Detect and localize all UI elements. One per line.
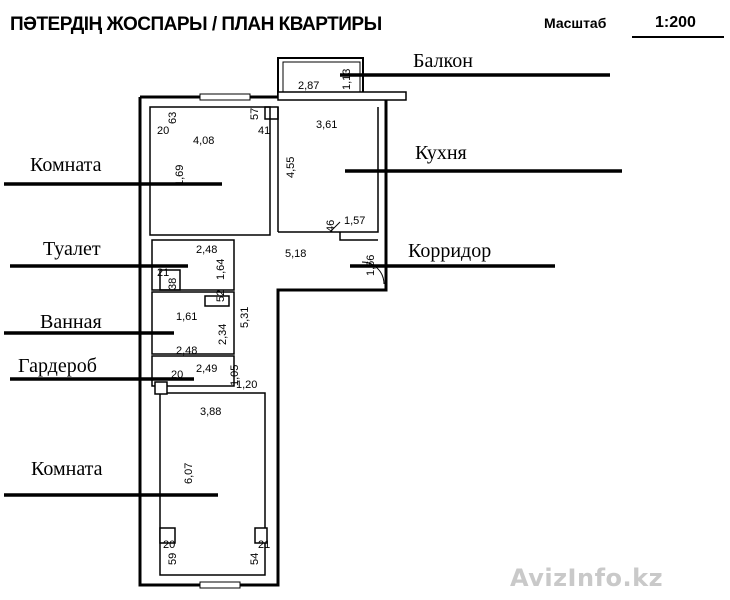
- dim-wall-bottom-20: 20: [163, 539, 175, 551]
- label-corridor: Корридор: [408, 240, 492, 262]
- label-wardrobe: Гардероб: [18, 355, 97, 377]
- scale-label: Масштаб: [544, 15, 607, 31]
- page-title: ПӘТЕРДІҢ ЖОСПАРЫ / ПЛАН КВАРТИРЫ: [10, 14, 382, 35]
- dim-bath-top: 1,61: [176, 311, 197, 323]
- dim-room-bottom-height: 6,07: [183, 463, 195, 484]
- dim-room-top-width: 4,08: [193, 135, 214, 147]
- dim-room-bottom-width: 3,88: [200, 406, 221, 418]
- balcony-outline: [277, 57, 407, 101]
- scale-value: 1:200: [655, 14, 696, 31]
- dim-balcony-depth: 1,13: [341, 69, 353, 90]
- door-swing: [329, 221, 385, 285]
- dim-wall-57: 57: [249, 108, 261, 120]
- watermark: AvizInfo.kz: [510, 564, 664, 592]
- dim-kitchen-height: 4,55: [285, 157, 297, 178]
- dim-corridor-length: 5,18: [285, 248, 306, 260]
- label-kitchen: Кухня: [415, 142, 467, 164]
- label-room-top: Комната: [30, 154, 102, 176]
- dim-wall-46: 46: [325, 220, 337, 232]
- dim-wall-52: 52: [215, 290, 227, 302]
- dim-wall-20: 20: [157, 125, 169, 137]
- label-bathroom: Ванная: [40, 311, 102, 333]
- scale-underline: [632, 36, 724, 38]
- dim-wall-21: 21: [157, 267, 169, 279]
- dim-wall-63: 63: [167, 112, 179, 124]
- dim-hall-width: 1,20: [236, 379, 257, 391]
- dim-toilet-height: 1,64: [215, 259, 227, 280]
- label-room-bottom: Комната: [31, 458, 103, 480]
- window-marks: [199, 93, 251, 589]
- dim-wardrobe-width: 2,49: [196, 363, 217, 375]
- leader-lines: [4, 73, 622, 497]
- dim-room-top-height: 1,69: [174, 165, 186, 186]
- dim-wall-bottom-21: 21: [258, 539, 270, 551]
- dim-bath-height: 2,34: [217, 324, 229, 345]
- dim-kitchen-width: 3,61: [316, 119, 337, 131]
- dim-hall-height: 5,31: [239, 307, 251, 328]
- inner-walls: [149, 106, 379, 576]
- dim-kitchen-step: 1,57: [344, 215, 365, 227]
- dim-wall-41: 41: [258, 125, 270, 137]
- dim-balcony-width: 2,87: [298, 80, 319, 92]
- dim-toilet-width: 2,48: [196, 244, 217, 256]
- label-balcony: Балкон: [413, 50, 473, 72]
- dim-wall-38: 38: [167, 278, 179, 290]
- dim-bath-width: 2,48: [176, 345, 197, 357]
- dim-wall-54: 54: [249, 553, 261, 565]
- dim-wardrobe-depth: 1,05: [229, 365, 241, 386]
- label-toilet: Туалет: [43, 238, 101, 260]
- dim-wall-59: 59: [167, 553, 179, 565]
